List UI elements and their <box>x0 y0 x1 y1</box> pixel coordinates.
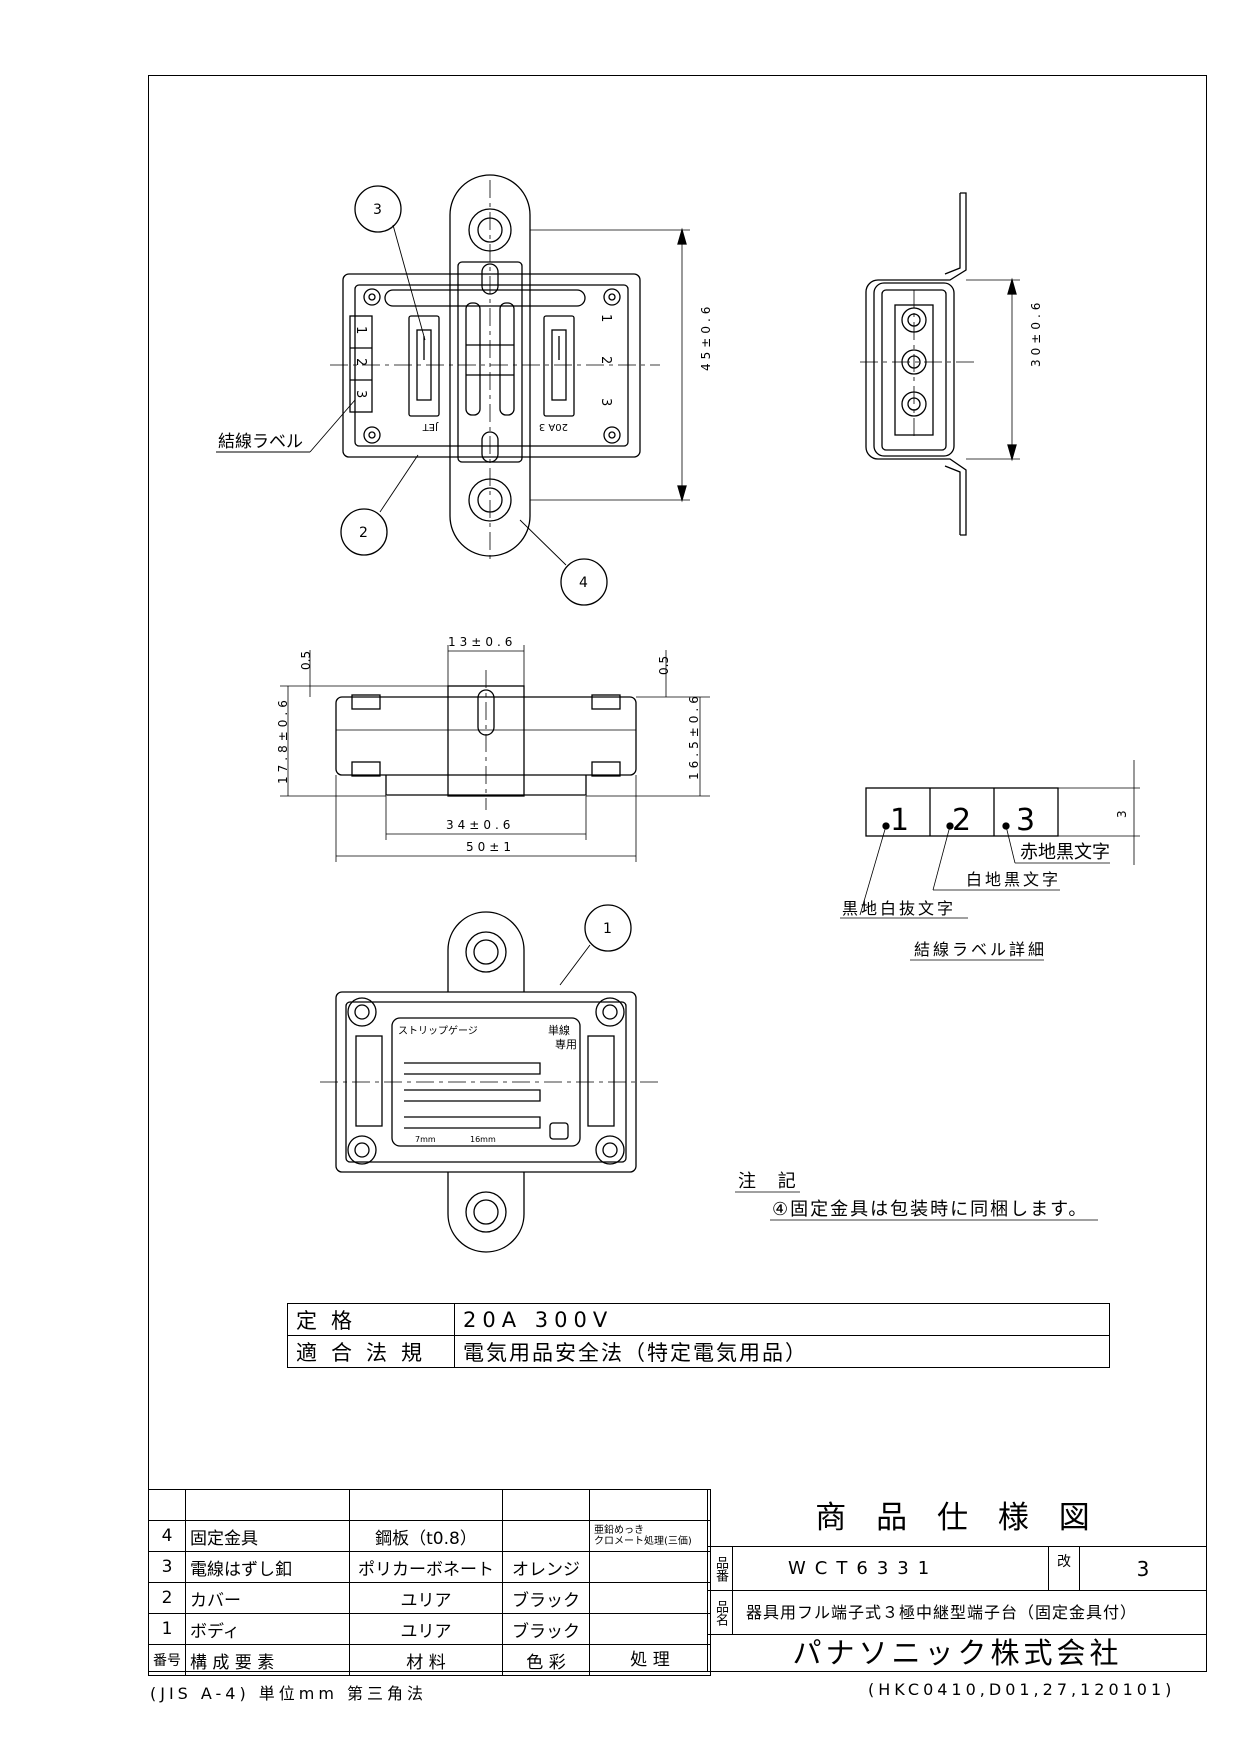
wiring-label-text: 結線ラベル <box>218 432 303 452</box>
company-name: パナソニック株式会社 <box>792 1636 1123 1670</box>
part-no-label: 品番 <box>708 1547 733 1591</box>
bom-name: カバー <box>185 1582 350 1614</box>
bom-header-row: 番号 構 成 要 素 材 料 色 彩 処 理 <box>148 1644 711 1676</box>
name-label: 品名 <box>708 1591 733 1635</box>
footer-right: (HKC0410,D01,27,120101) <box>868 1680 1176 1699</box>
bom-treatment <box>589 1613 711 1645</box>
page-title: 商 品 仕 様 図 <box>815 1500 1100 1536</box>
bom-no: 4 <box>148 1520 186 1552</box>
white-black-text: 白地黒文字 <box>966 870 1061 889</box>
bom-color: オレンジ <box>502 1551 590 1583</box>
red-black-text: 赤地黒文字 <box>1020 842 1110 863</box>
dim-3: 3 <box>1115 810 1129 818</box>
bom-row-blank <box>148 1489 711 1521</box>
table-row: 1 ボディ ユリア ブラック <box>148 1613 711 1645</box>
strip-gauge-tail2: 専用 <box>555 1038 577 1051</box>
name-row: 品名 器具用フル端子式３極中継型端子台（固定金具付） <box>707 1591 1207 1635</box>
rev-label: 改 <box>1048 1547 1080 1591</box>
bom-table: 4 固定金具 鋼板（t0.8） 亜鉛めっき クロメート処理(三価) 3 電線はず… <box>148 1489 711 1676</box>
spec-table: 定格 20A 300V 適合法規 電気用品安全法（特定電気用品） <box>287 1303 1110 1368</box>
bom-material: 鋼板（t0.8） <box>349 1520 503 1552</box>
spec-row: 適合法規 電気用品安全法（特定電気用品） <box>287 1335 1110 1368</box>
table-row: 3 電線はずし釦 ポリカーボネート オレンジ <box>148 1551 711 1583</box>
terminal-num-3: 3 <box>598 398 613 406</box>
bom-header-name: 構 成 要 素 <box>185 1644 350 1676</box>
product-name: 器具用フル端子式３極中継型端子台（固定金具付） <box>746 1603 1138 1622</box>
label-digit-big-2: 2 <box>952 803 971 838</box>
notes-title: 注 記 <box>738 1171 804 1192</box>
title-block: 商 品 仕 様 図 品番 WCT6331 改 3 品名 器具用フル端子式３極中継… <box>707 1489 1207 1672</box>
spec-label: 適合法規 <box>287 1335 455 1368</box>
bom-no: 2 <box>148 1582 186 1614</box>
table-row: 4 固定金具 鋼板（t0.8） 亜鉛めっき クロメート処理(三価) <box>148 1520 711 1552</box>
bom-treatment: 亜鉛めっき クロメート処理(三価) <box>589 1520 711 1552</box>
part-no-row: 品番 WCT6331 改 3 <box>707 1547 1207 1591</box>
front-view <box>280 645 710 862</box>
callout-1: 1 <box>603 921 612 937</box>
dim-50: 50±1 <box>466 840 515 854</box>
callout-3: 3 <box>373 202 382 218</box>
bom-material: ユリア <box>349 1613 503 1645</box>
bom-treatment <box>589 1582 711 1614</box>
strip-16mm: 16mm <box>470 1135 496 1144</box>
callout-4: 4 <box>579 575 588 591</box>
rev-value: 3 <box>1136 1557 1150 1581</box>
bom-header-treatment: 処 理 <box>589 1644 711 1676</box>
dim-17-8: 17.8±0.6 <box>276 696 290 784</box>
dim-30: 30±0.6 <box>1029 299 1043 367</box>
label-digit-big-1: 1 <box>890 803 909 838</box>
terminal-num-1: 1 <box>598 314 613 322</box>
bom-header-color: 色 彩 <box>502 1644 590 1676</box>
dim-0-5a: 0.5 <box>299 651 313 670</box>
spec-value: 20A 300V <box>454 1303 1110 1336</box>
side-view <box>860 192 1020 536</box>
strip-gauge-tail: 単線 <box>548 1023 570 1037</box>
bom-material: ユリア <box>349 1582 503 1614</box>
dim-34: 34±0.6 <box>446 818 514 832</box>
label-detail-view <box>840 760 1140 961</box>
footer-left: (JIS A-4) 単位mm 第三角法 <box>150 1684 428 1703</box>
part-no: WCT6331 <box>788 1558 939 1579</box>
dim-13: 13±0.6 <box>448 635 516 649</box>
black-white-text: 黒地白抜文字 <box>842 899 956 918</box>
bom-name: 電線はずし釦 <box>185 1551 350 1583</box>
callout-2: 2 <box>359 525 368 541</box>
rating-mark: 20A 3 <box>539 421 568 432</box>
label-digit-2: 2 <box>353 358 368 366</box>
label-digit-3: 3 <box>353 390 368 398</box>
bom-material: ポリカーボネート <box>349 1551 503 1583</box>
dim-0-5b: 0.5 <box>657 656 671 675</box>
bom-name: 固定金具 <box>185 1520 350 1552</box>
bom-header-no: 番号 <box>148 1644 186 1676</box>
bom-name: ボディ <box>185 1613 350 1645</box>
title-row: 商 品 仕 様 図 <box>707 1489 1207 1547</box>
bom-color: ブラック <box>502 1582 590 1614</box>
bom-no: 3 <box>148 1551 186 1583</box>
dim-16-5: 16.5±0.6 <box>687 692 701 780</box>
bom-treatment <box>589 1551 711 1583</box>
company-row: パナソニック株式会社 <box>707 1635 1207 1672</box>
bottom-view <box>320 911 660 1253</box>
spec-label: 定格 <box>287 1303 455 1336</box>
label-detail-text: 結線ラベル詳細 <box>914 940 1047 959</box>
notes-line1: ④固定金具は包装時に同梱します。 <box>772 1199 1088 1220</box>
bom-color <box>502 1520 590 1552</box>
table-row: 2 カバー ユリア ブラック <box>148 1582 711 1614</box>
dim-45: 45±0.6 <box>699 303 713 371</box>
spec-row: 定格 20A 300V <box>287 1303 1110 1336</box>
bom-color: ブラック <box>502 1613 590 1645</box>
spec-value: 電気用品安全法（特定電気用品） <box>454 1335 1110 1368</box>
top-view <box>330 174 690 560</box>
label-digit-1: 1 <box>353 326 368 334</box>
bom-header-material: 材 料 <box>349 1644 503 1676</box>
jet-mark: JET <box>422 421 439 432</box>
terminal-num-2: 2 <box>598 356 613 364</box>
strip-gauge-text: ストリップゲージ <box>398 1025 478 1037</box>
strip-7mm: 7mm <box>415 1135 436 1144</box>
label-digit-big-3: 3 <box>1016 803 1035 838</box>
bom-no: 1 <box>148 1613 186 1645</box>
